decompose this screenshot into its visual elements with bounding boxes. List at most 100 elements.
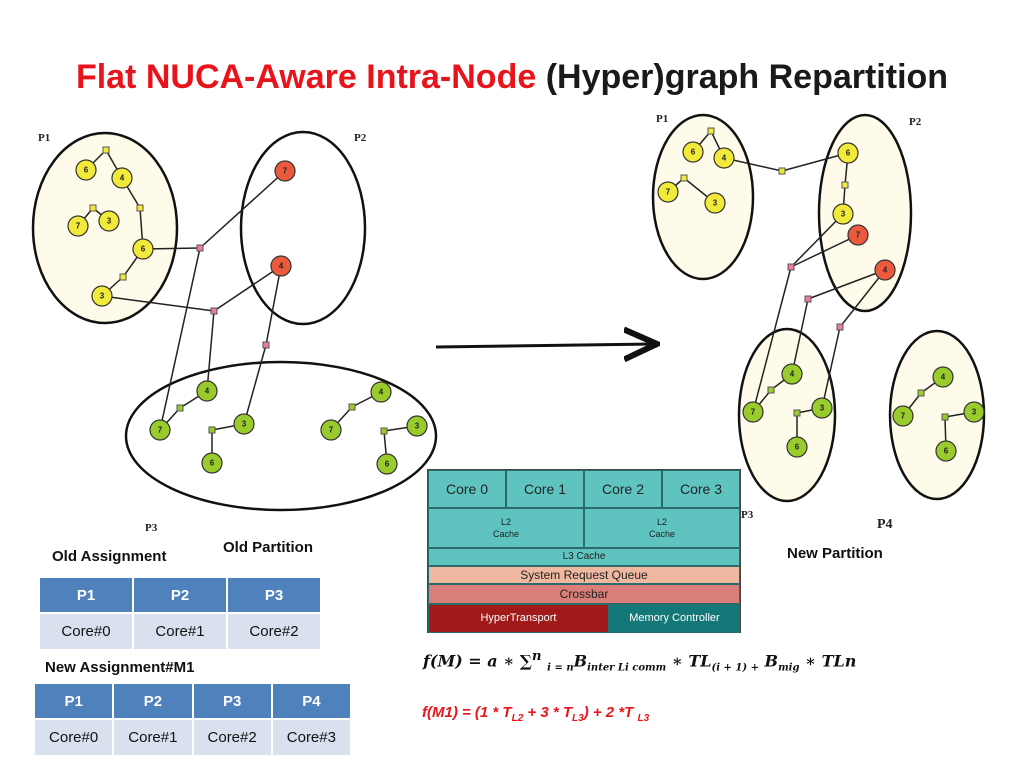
- svg-text:7: 7: [856, 231, 861, 240]
- formula-b-mig-sub: mig: [778, 662, 800, 674]
- node-old-7red: [274, 160, 296, 182]
- l2-subtitle: Cache: [492, 529, 519, 539]
- page-title: Flat NUCA-Aware Intra-Node (Hyper)graph …: [0, 58, 1024, 97]
- table-header-row: P1 P2 P3 P4: [32, 682, 353, 720]
- new-partition-graph: 6 4 7 3 6 3 7 4 4 7 3 6 4 7 3 6 P1 P2 P3…: [651, 113, 986, 532]
- svg-text:6: 6: [84, 166, 89, 175]
- svg-text:6: 6: [795, 443, 800, 452]
- svg-text:4: 4: [883, 266, 888, 275]
- old-partition-label: Old Partition: [223, 539, 313, 556]
- processor-diagram: Core 0 Core 1 Core 2 Core 3 L2 Cache L2 …: [427, 469, 741, 633]
- svg-text:7: 7: [751, 408, 756, 417]
- formula-b-mig: B: [764, 651, 779, 671]
- svg-text:4: 4: [941, 373, 946, 382]
- formula-tail: ∗ TLn: [805, 651, 857, 671]
- system-request-queue-block: System Request Queue: [428, 566, 740, 584]
- table-row: Core#0 Core#1 Core#2 Core#3: [32, 718, 353, 757]
- svg-text:7: 7: [666, 188, 671, 197]
- node-old-6b: [132, 238, 154, 260]
- core-2-block: Core 2: [584, 470, 662, 508]
- label-p3-new: P3: [741, 509, 754, 521]
- example-part3: ) + 2 *T: [583, 704, 638, 721]
- node-new-7a: [657, 181, 679, 203]
- transition-arrow: [435, 344, 654, 347]
- svg-text:7: 7: [901, 412, 906, 421]
- node-new-6a: [682, 141, 704, 163]
- node-old-3a: [98, 210, 120, 232]
- hypertransport-block: HyperTransport: [428, 604, 609, 633]
- formula-sum-sup: n: [531, 648, 542, 664]
- table-header-cell: P3: [191, 682, 273, 720]
- svg-text:4: 4: [279, 262, 284, 271]
- table-cell: Core#2: [191, 718, 273, 757]
- node-old-3b: [91, 285, 113, 307]
- table-cell: Core#0: [38, 612, 134, 651]
- example-part1: f(M1) = (1 * T: [422, 704, 512, 721]
- formula-b-inter-sub: inter Li comm: [587, 662, 667, 674]
- node-new-6b: [837, 142, 859, 164]
- core-1-block: Core 1: [506, 470, 584, 508]
- l2-cache-left: L2 Cache: [428, 508, 584, 548]
- table-header-cell: P2: [132, 576, 228, 614]
- table-cell: Core#2: [226, 612, 322, 651]
- node-new-4g2: [932, 366, 954, 388]
- node-new-7red: [847, 224, 869, 246]
- table-header-row: P1 P2 P3: [38, 576, 322, 614]
- svg-text:4: 4: [120, 174, 125, 183]
- table-header-cell: P3: [226, 576, 322, 614]
- node-new-3g2: [963, 401, 985, 423]
- example-sub2: L3: [572, 713, 584, 724]
- example-part2: + 3 * T: [523, 704, 573, 721]
- node-new-6g: [786, 436, 808, 458]
- node-new-3b: [832, 203, 854, 225]
- svg-text:7: 7: [329, 426, 334, 435]
- example-sub1: L2: [511, 713, 524, 724]
- node-old-4a: [111, 167, 133, 189]
- l2-subtitle: Cache: [648, 529, 675, 539]
- table-header-cell: P1: [32, 682, 115, 720]
- label-p3-old: P3: [145, 522, 158, 534]
- example-sub3: L3: [637, 713, 650, 724]
- new-assignment-table: P1 P2 P3 P4 Core#0 Core#1 Core#2 Core#3: [32, 682, 353, 757]
- node-new-7g: [742, 401, 764, 423]
- node-new-4g: [781, 363, 803, 385]
- node-old-7g2: [320, 419, 342, 441]
- node-new-6g2: [935, 440, 957, 462]
- example-formula: f(M1) = (1 * TL2 + 3 * TL3) + 2 *T L3: [422, 704, 649, 724]
- title-black-part: (Hyper)graph Repartition: [545, 58, 949, 96]
- table-cell: Core#3: [270, 718, 353, 757]
- svg-text:3: 3: [242, 420, 247, 429]
- core-3-block: Core 3: [662, 470, 740, 508]
- node-old-6g: [201, 452, 223, 474]
- svg-text:6: 6: [385, 460, 390, 469]
- table-cell: Core#1: [112, 718, 194, 757]
- formula-lhs: f(M) = a ∗ ∑: [423, 651, 532, 671]
- table-header-cell: P4: [270, 682, 353, 720]
- title-red-part: Flat NUCA-Aware Intra-Node: [75, 58, 537, 96]
- svg-text:4: 4: [722, 154, 727, 163]
- partition-p3-old: [124, 360, 438, 512]
- core-0-block: Core 0: [428, 470, 506, 508]
- label-p1-old: P1: [38, 132, 50, 144]
- node-old-4g: [196, 380, 218, 402]
- node-new-4a: [713, 147, 735, 169]
- old-assignment-label: Old Assignment: [52, 548, 167, 565]
- node-new-7g2: [892, 405, 914, 427]
- svg-text:6: 6: [210, 459, 215, 468]
- formula-sum-sub: i = n: [547, 662, 574, 674]
- node-new-3a: [704, 192, 726, 214]
- node-old-6g2: [376, 453, 398, 475]
- label-p1-new: P1: [656, 113, 668, 125]
- old-partition-graph: 6 4 7 3 6 3 7 4 4 7 3 6 7 4 3 6 P1 P2 P3: [31, 130, 438, 534]
- svg-text:3: 3: [820, 404, 825, 413]
- svg-text:6: 6: [691, 148, 696, 157]
- node-old-7a: [67, 215, 89, 237]
- svg-text:6: 6: [944, 447, 949, 456]
- node-new-3g: [811, 397, 833, 419]
- partition-p2-old: [239, 130, 367, 326]
- node-old-3g: [233, 413, 255, 435]
- new-partition-label: New Partition: [787, 545, 883, 562]
- table-cell: Core#0: [32, 718, 115, 757]
- svg-text:3: 3: [107, 217, 112, 226]
